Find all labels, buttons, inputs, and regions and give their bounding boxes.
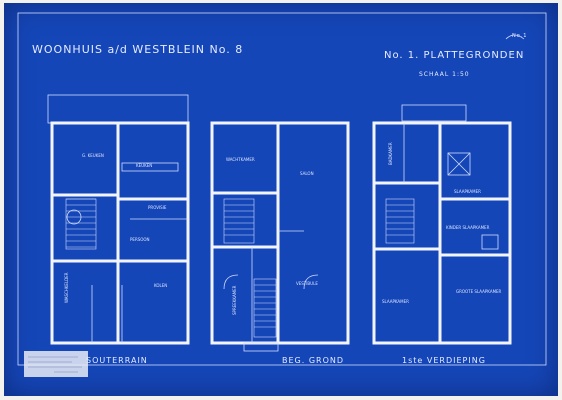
sheet-border: [17, 12, 547, 366]
plan-souterrain: G. KEUKEN KEUKEN PROVISIE PERSOON WASCHK…: [47, 94, 190, 365]
sheet-scale: SCHAAL 1:50: [419, 71, 470, 78]
plan-caption: SOUTERRAIN: [86, 356, 148, 365]
stairs-first-floor: [385, 198, 415, 244]
blueprint-sheet: WOONHUIS a/d WESTBLEIN No. 8 No. 1. PLAT…: [4, 3, 558, 396]
entrance-steps: [243, 342, 279, 352]
outer-walls: [210, 121, 350, 345]
balcony-outline: [401, 104, 467, 122]
room-label: WASCHKELDER: [64, 272, 69, 303]
room-label: KOLEN: [154, 283, 167, 288]
plan-caption: BEG. GROND: [282, 356, 344, 365]
floor-plan-drawing: WOONHUIS a/d WESTBLEIN No. 8 No. 1. PLAT…: [17, 12, 547, 377]
room-label: GROOTE SLAAPKAMER: [456, 289, 502, 294]
room-label: WACHTKAMER: [226, 157, 255, 162]
stairs-souterrain: [65, 198, 97, 250]
corner-signature: [505, 34, 525, 40]
room-label: SLAAPKAMER: [382, 299, 409, 304]
sheet-title-left: WOONHUIS a/d WESTBLEIN No. 8: [32, 43, 243, 56]
outer-walls: [50, 121, 190, 345]
approval-stamp: [24, 351, 88, 377]
room-label: KEUKEN: [136, 163, 152, 168]
garden-outline: [47, 94, 189, 124]
room-label: BADKAMER: [388, 142, 393, 165]
plan-verdieping: BADKAMER SLAAPKAMER KINDER SLAAPKAMER SL…: [372, 104, 512, 365]
room-label: SALON: [300, 171, 314, 176]
room-label: SLAAPKAMER: [454, 189, 481, 194]
sheet-title-right: No. 1. PLATTEGRONDEN: [384, 50, 524, 61]
room-label: SPREEKKAMER: [232, 285, 237, 315]
plan-caption: 1ste VERDIEPING: [402, 356, 486, 365]
outer-walls: [372, 121, 512, 345]
room-label: VESTIBULE: [296, 281, 318, 286]
stairs-ground: [223, 198, 277, 338]
room-label: KINDER SLAAPKAMER: [446, 225, 490, 230]
room-label: PERSOON: [130, 237, 150, 242]
room-label: G. KEUKEN: [82, 153, 104, 158]
plan-beg-grond: WACHTKAMER SALON SPREEKKAMER VESTIBULE B…: [210, 121, 350, 365]
room-label: PROVISIE: [148, 205, 167, 210]
